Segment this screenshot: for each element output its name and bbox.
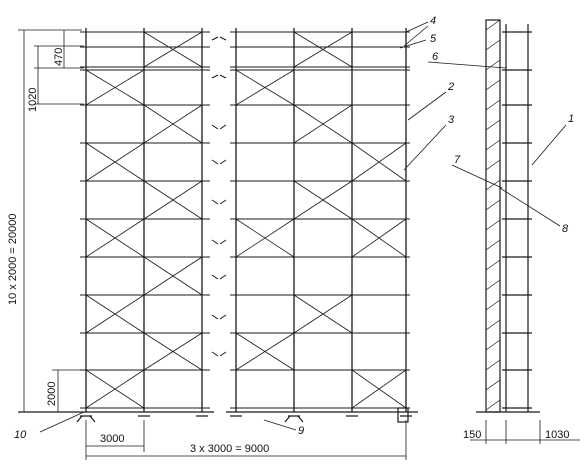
wall-ties [211, 36, 227, 357]
callout-5: 5 [430, 33, 437, 45]
callout-9: 9 [298, 425, 304, 437]
left-section-uprights [85, 28, 203, 412]
callout-1: 1 [568, 113, 574, 125]
bottom-tier-label: 2000 [46, 382, 58, 406]
callout-2: 2 [447, 81, 454, 93]
second-level-label: 1020 [27, 88, 39, 112]
callout-6: 6 [432, 51, 439, 63]
callout-7: 7 [454, 154, 461, 166]
callout-4: 4 [430, 15, 436, 27]
dimension-lines [18, 29, 580, 460]
bay-width-label: 3000 [100, 433, 124, 445]
right-section-uprights [235, 28, 407, 412]
side-scaffold-profile [476, 24, 540, 413]
ledgers [80, 31, 410, 409]
wall-gap-label: 150 [463, 429, 481, 441]
wall-section [485, 19, 501, 413]
total-height-label: 10 x 2000 = 20000 [7, 214, 19, 305]
callout-10: 10 [14, 429, 27, 441]
cross-bracing [85, 31, 407, 409]
callout-3: 3 [448, 114, 455, 126]
ground-and-base-plates [18, 407, 418, 423]
callout-8: 8 [562, 223, 569, 235]
wall-depth-label: 1030 [545, 429, 569, 441]
total-width-label: 3 x 3000 = 9000 [190, 443, 269, 455]
leader-lines [39, 21, 567, 433]
top-offset-label: 470 [53, 48, 65, 66]
